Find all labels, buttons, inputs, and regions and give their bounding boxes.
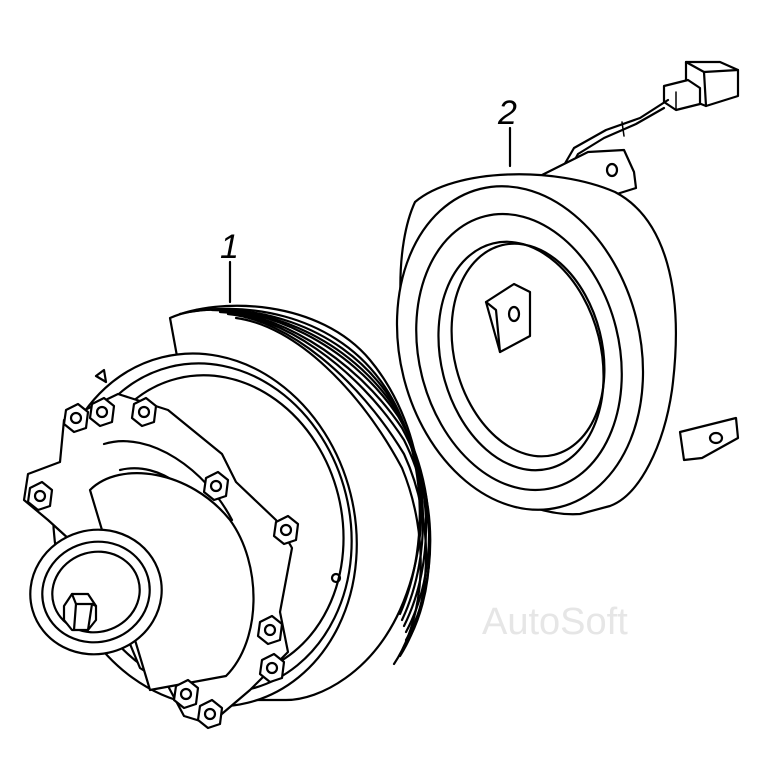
- callout-1-label: 1: [220, 228, 239, 266]
- callout-2: 2: [497, 94, 517, 168]
- center-bolt: [62, 592, 98, 632]
- connector-plug: [662, 60, 740, 112]
- pulley-assembly: [22, 304, 432, 730]
- mounting-bolts: [26, 396, 300, 730]
- center-hub: [29, 472, 255, 692]
- watermark: AutoSoft: [482, 601, 628, 643]
- coil-housing: [395, 173, 677, 516]
- lower-bracket: [678, 416, 740, 462]
- callout-1: 1: [220, 228, 239, 304]
- coil-assembly: [395, 60, 740, 516]
- callout-2-label: 2: [497, 94, 517, 132]
